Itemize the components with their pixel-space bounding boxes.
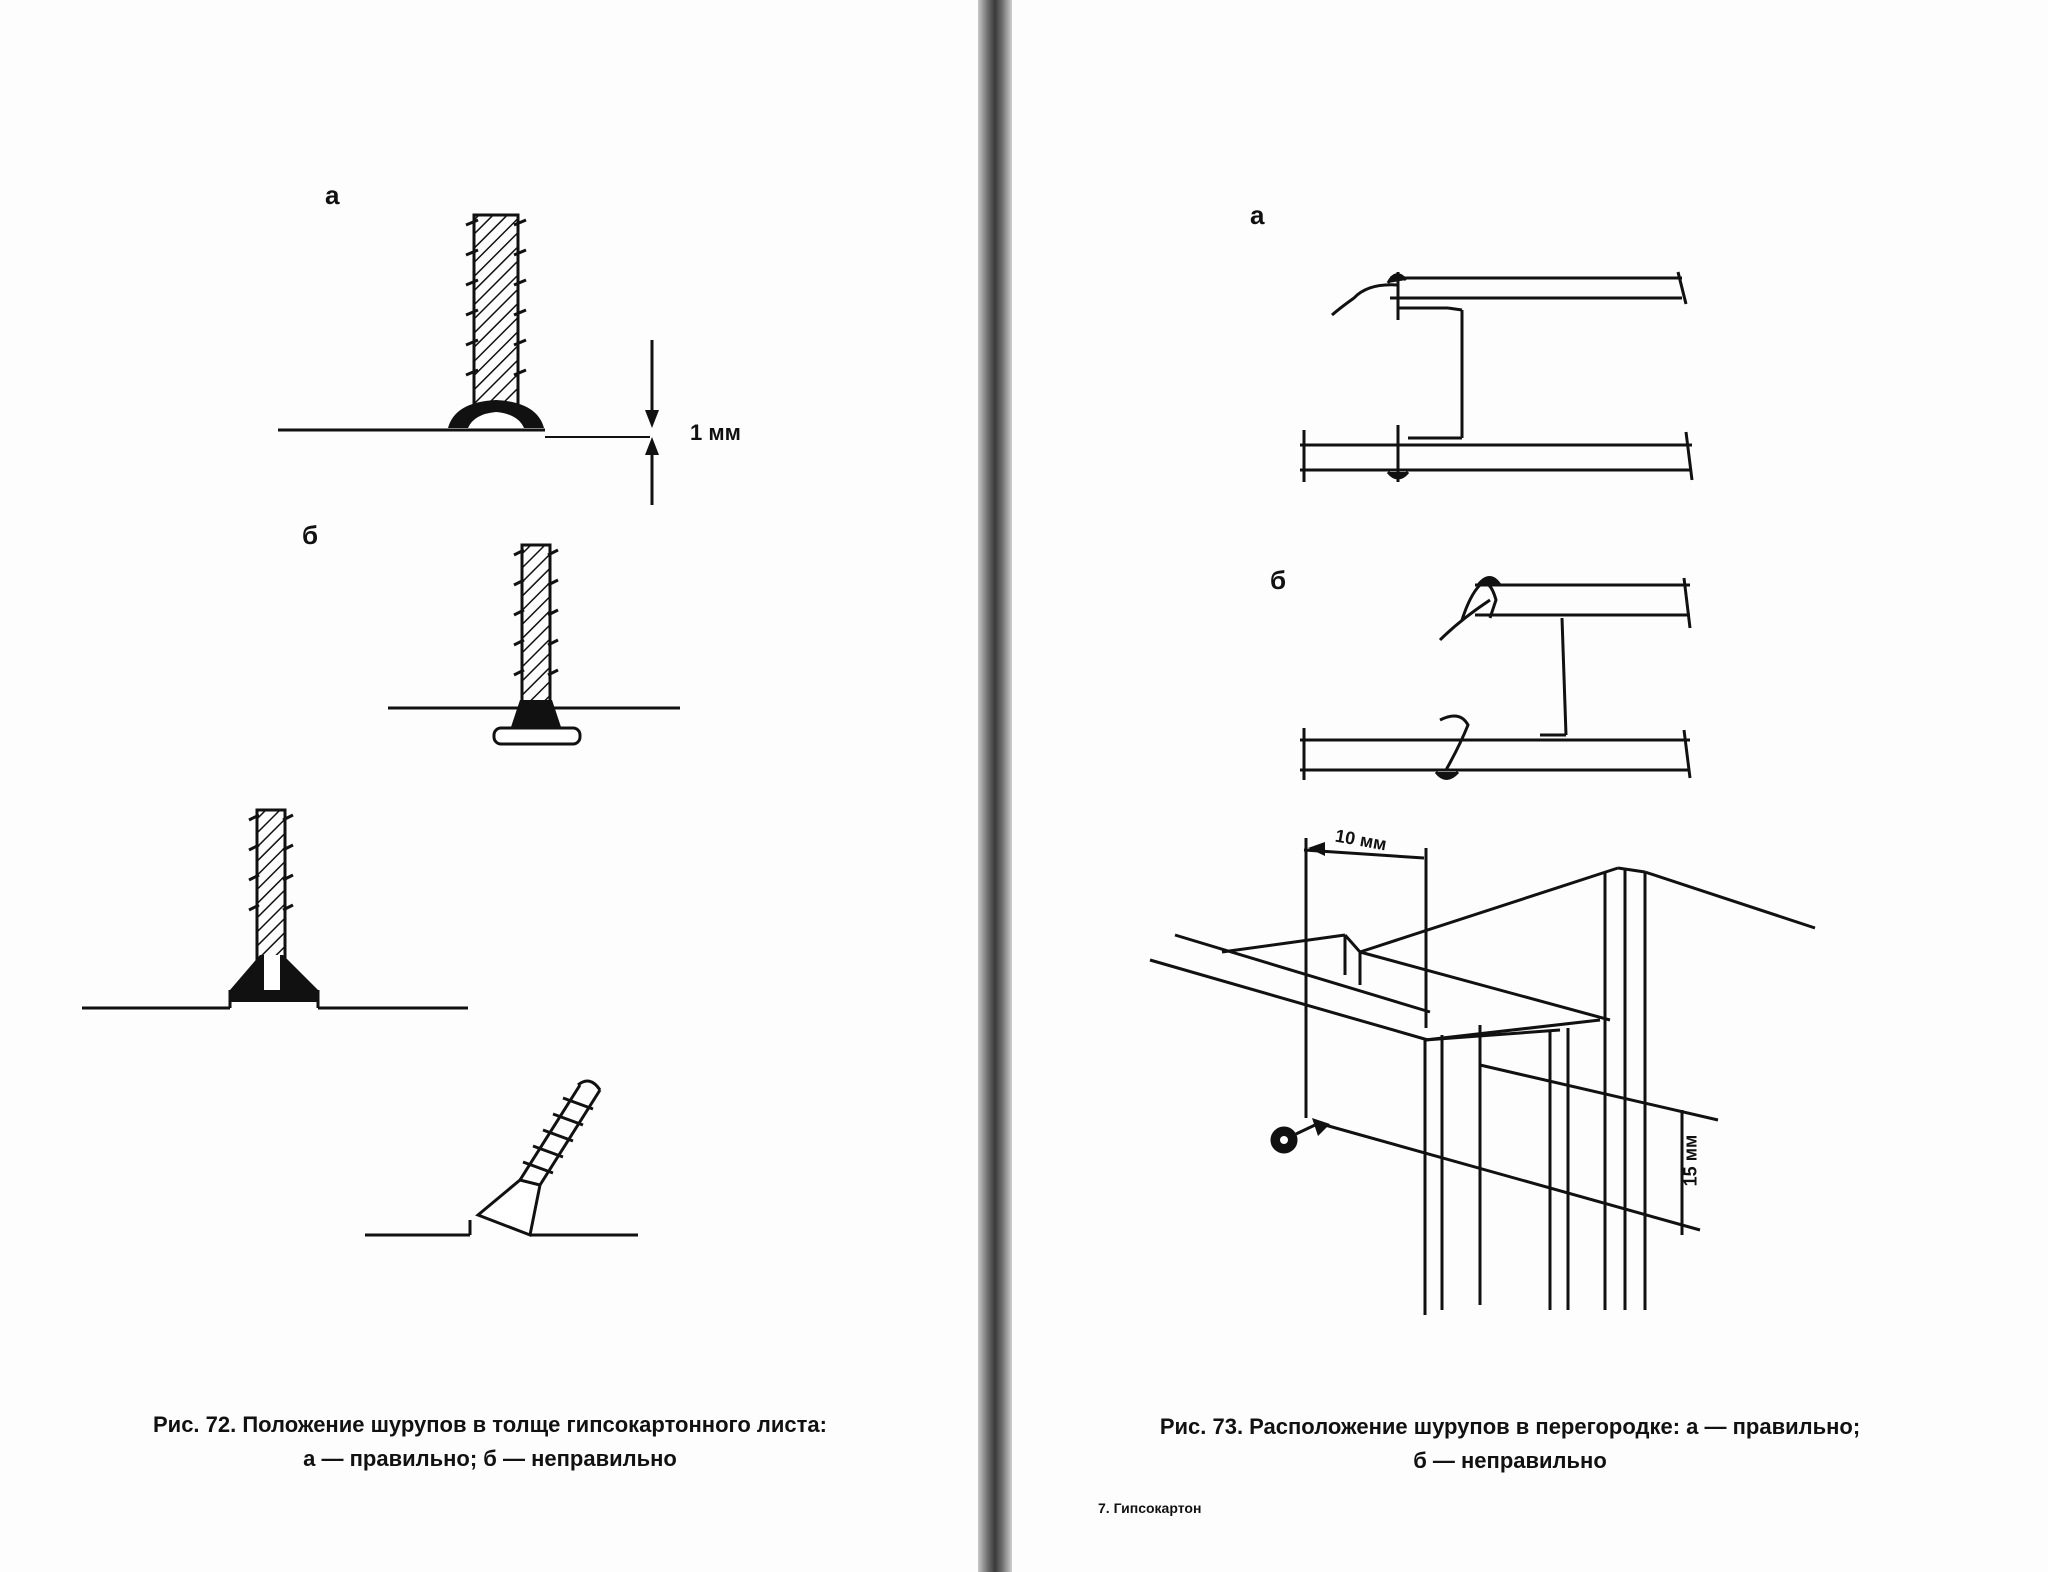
figure-72-dimension-1mm: 1 мм	[690, 420, 741, 445]
page-footer: 7. Гипсокартон	[1098, 1500, 1202, 1516]
book-spine	[978, 0, 1012, 1572]
screw-correct	[278, 213, 659, 505]
screw-flush-countersunk	[82, 808, 468, 1010]
figure-73-label-b: б	[1270, 565, 1287, 595]
figure-72-caption-line1: Рис. 72. Положение шурупов в толще гипсо…	[153, 1412, 827, 1437]
figure-73-caption-line1: Рис. 73. Расположение шурупов в перегоро…	[1159, 1414, 1861, 1439]
partition-incorrect	[1300, 576, 1692, 780]
figure-72-caption: Рис. 72. Положение шурупов в толще гипсо…	[90, 1408, 890, 1476]
figure-73-dimension-15mm: 15 мм	[1680, 1134, 1701, 1187]
figure-72-label-b: б	[302, 520, 319, 550]
figure-72-drawing	[82, 213, 680, 1238]
partition-correct	[1300, 271, 1694, 482]
figure-72-caption-line2: а — правильно; б — неправильно	[303, 1446, 677, 1471]
screw-too-deep	[388, 543, 680, 746]
figure-73-caption: Рис. 73. Расположение шурупов в перегоро…	[1090, 1410, 1930, 1478]
isometric-detail	[1149, 838, 1816, 1315]
figure-73-caption-line2: б — неправильно	[1413, 1448, 1607, 1473]
right-page	[1010, 0, 2048, 1572]
figure-72-label-a: а	[325, 180, 340, 210]
figure-73-label-a: а	[1250, 200, 1265, 230]
screw-tilted	[365, 1079, 638, 1238]
